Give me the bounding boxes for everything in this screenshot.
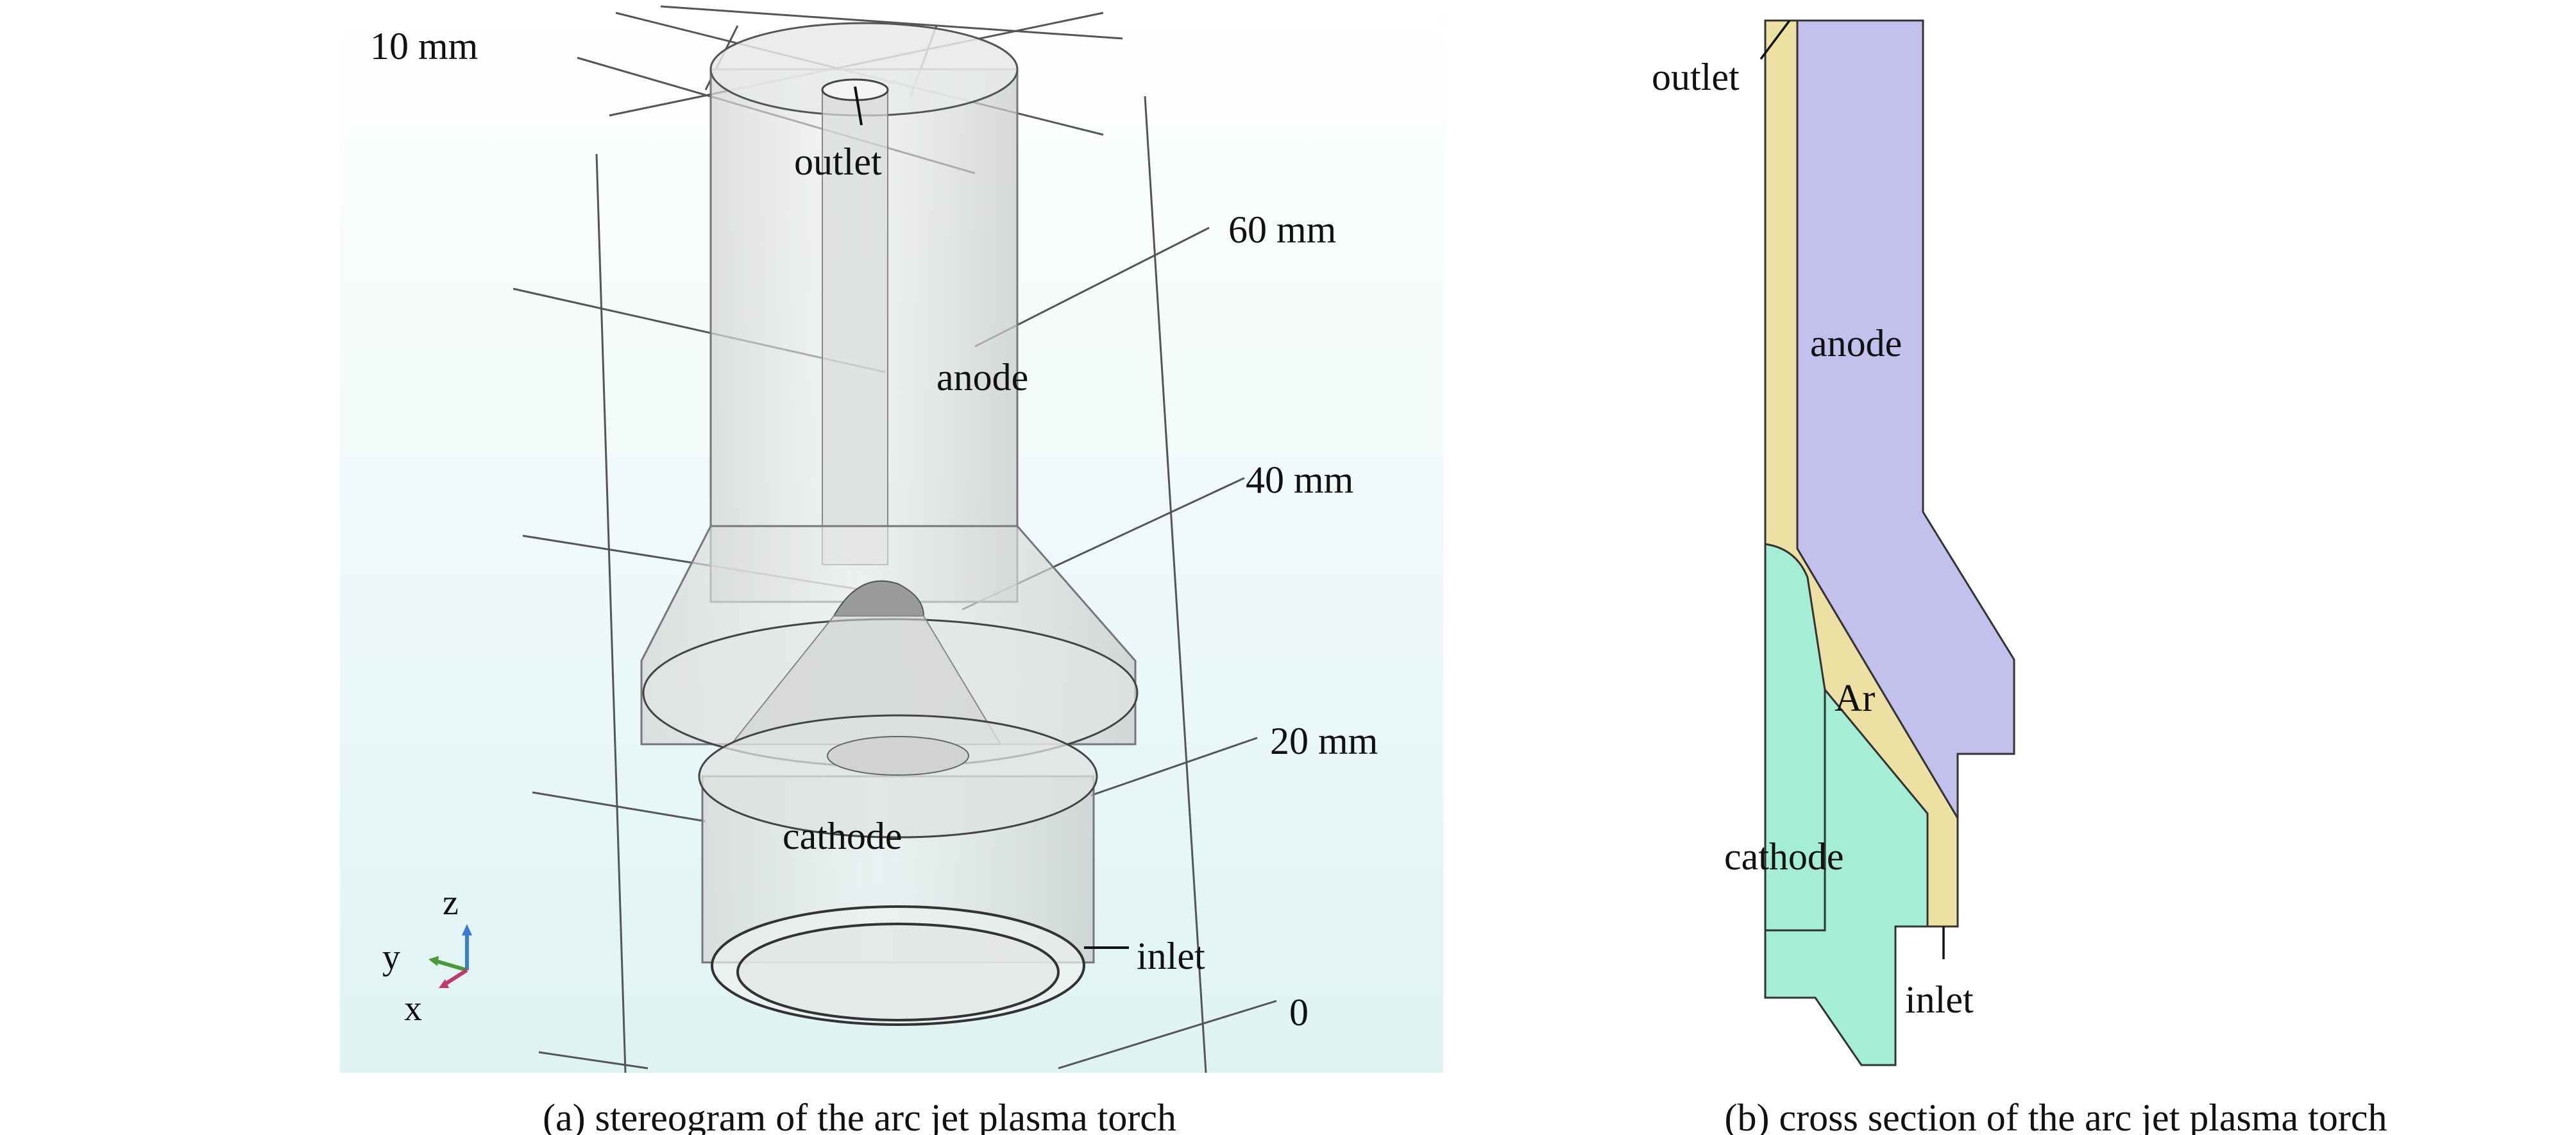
cross-section-leaders — [1759, 19, 1945, 959]
z-axis-label: z — [443, 883, 459, 923]
inlet-label-b: inlet — [1905, 978, 1974, 1021]
scale-label-0: 0 — [1289, 991, 1309, 1034]
y-axis-label: y — [382, 937, 400, 977]
cross-section-panel: outlet anode Ar cathode inlet (b) cross … — [1652, 19, 2387, 1135]
anode-label-b: anode — [1810, 322, 1902, 364]
scale-label-60mm: 60 mm — [1228, 209, 1336, 251]
y-axis-arrow — [436, 959, 468, 972]
anode-region — [1796, 19, 2015, 822]
stereogram-panel: 10 mm 60 mm 40 mm 20 mm 0 outlet anode c… — [340, 0, 1443, 1135]
cathode-inner-edge — [1765, 690, 1826, 932]
ar-label: Ar — [1835, 677, 1875, 719]
axis-triad: z y x — [382, 883, 472, 1028]
scale-label-40mm: 40 mm — [1246, 459, 1353, 501]
x-axis-label: x — [404, 989, 422, 1028]
anode-label: anode — [936, 356, 1028, 398]
caption-b: (b) cross section of the arc jet plasma … — [1725, 1097, 2387, 1135]
scale-label-20mm: 20 mm — [1270, 720, 1378, 762]
cathode-label-b: cathode — [1724, 835, 1844, 878]
inlet-opening — [736, 923, 1060, 1021]
scale-label-10mm: 10 mm — [370, 25, 478, 67]
outlet-label-b: outlet — [1652, 56, 1740, 98]
leader-lines — [854, 86, 1129, 949]
inlet-label: inlet — [1137, 935, 1205, 977]
outlet-label: outlet — [794, 141, 882, 183]
cathode-region — [1764, 543, 1929, 1066]
caption-a: (a) stereogram of the arc jet plasma tor… — [543, 1097, 1176, 1135]
cathode-label: cathode — [783, 815, 902, 857]
x-axis-arrow — [443, 968, 468, 987]
cathode-body — [698, 714, 1098, 1026]
